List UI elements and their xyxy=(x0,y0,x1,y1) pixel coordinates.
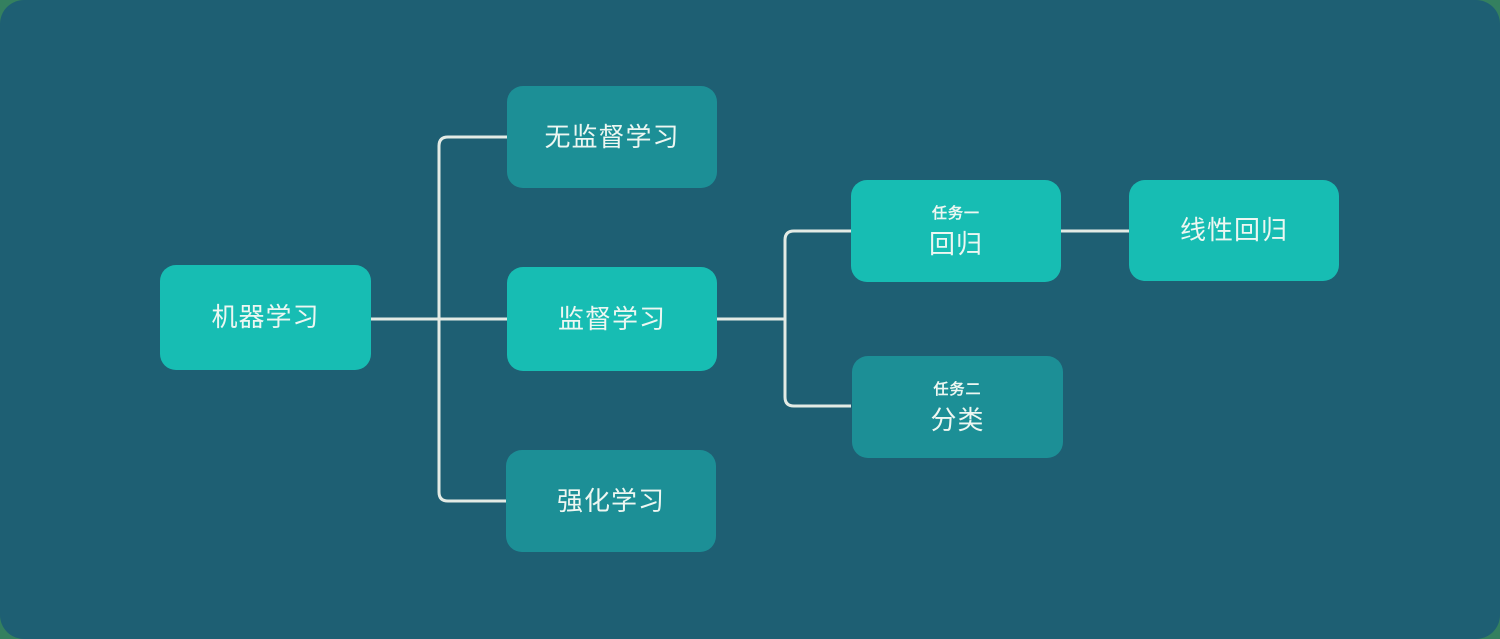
connector-supervised-branches xyxy=(783,229,851,408)
node-linear-regression[interactable]: 线性回归 xyxy=(1129,180,1339,281)
node-label: 无监督学习 xyxy=(544,121,680,152)
node-label: 强化学习 xyxy=(556,485,665,516)
node-sublabel: 任务一 xyxy=(931,204,980,222)
node-reinforcement-learning[interactable]: 强化学习 xyxy=(506,450,716,552)
node-supervised-learning[interactable]: 监督学习 xyxy=(507,267,717,371)
node-regression[interactable]: 任务一 回归 xyxy=(851,180,1061,282)
node-label: 监督学习 xyxy=(557,303,666,334)
node-machine-learning[interactable]: 机器学习 xyxy=(160,265,371,370)
node-classification[interactable]: 任务二 分类 xyxy=(852,356,1063,458)
node-label: 机器学习 xyxy=(211,302,320,333)
node-label: 回归 xyxy=(928,228,983,259)
connector-root-branches xyxy=(437,135,507,503)
node-label: 分类 xyxy=(930,404,985,435)
node-sublabel: 任务二 xyxy=(933,380,982,398)
node-label: 线性回归 xyxy=(1179,215,1288,246)
node-unsupervised-learning[interactable]: 无监督学习 xyxy=(507,86,717,188)
